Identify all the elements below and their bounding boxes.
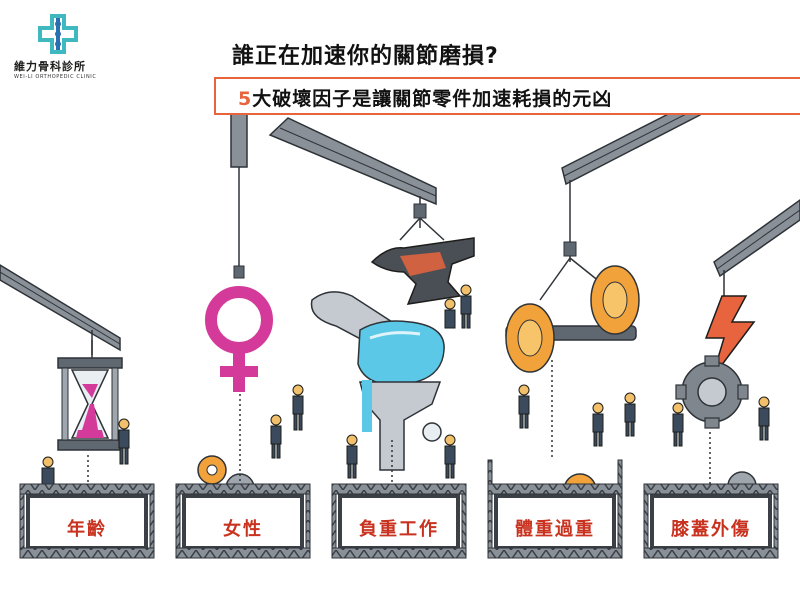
sign-female [175, 483, 311, 559]
sign-label-female: 女性 [223, 519, 263, 540]
crane-female [230, 104, 248, 279]
dumbbell-icon [505, 257, 640, 373]
sign-knee-injury [643, 483, 779, 559]
worker-figure [460, 284, 472, 329]
crane-anvil [268, 117, 437, 228]
subtitle-text: 大破壞因子是讓關節零件加速耗損的元凶 [252, 88, 613, 110]
worker-figure [444, 434, 456, 479]
worker-figure [624, 392, 636, 437]
hourglass-icon [57, 340, 123, 451]
page-subtitle: 5大破壞因子是讓關節零件加速耗損的元凶 [238, 84, 612, 111]
crane-weight [561, 98, 701, 262]
worker-figure [758, 396, 770, 441]
connector-lines [87, 360, 711, 484]
logo-subtitle: WEI-LI ORTHOPEDIC CLINIC [14, 74, 97, 80]
worker-figure [672, 402, 684, 447]
clinic-logo: 維力骨科診所 WEI-LI ORTHOPEDIC CLINIC [14, 14, 124, 84]
worker-figure [518, 384, 530, 429]
logo-name: 維力骨科診所 [14, 60, 86, 73]
subtitle-number: 5 [238, 88, 253, 110]
crane-knee-injury [713, 199, 800, 300]
knee-joint-icon [310, 291, 445, 471]
cross-logo-icon [38, 14, 78, 54]
worker-figure [118, 418, 130, 465]
page-title: 誰正在加速你的關節磨損? [232, 44, 499, 69]
sign-label-knee-injury: 膝蓋外傷 [671, 519, 751, 540]
worker-figure [270, 414, 282, 459]
sign-overweight [487, 459, 623, 559]
worker-figure [292, 384, 304, 431]
lightning-bolt-icon [704, 295, 756, 379]
sign-age [19, 483, 155, 559]
worker-figure [346, 434, 358, 479]
female-symbol-icon [205, 286, 273, 392]
gear-icon [675, 355, 749, 429]
worker-figure [592, 402, 604, 447]
crane-left [0, 264, 121, 355]
sign-label-overweight: 體重過重 [515, 519, 595, 540]
sign-label-age: 年齡 [67, 519, 107, 540]
worker-figure [41, 456, 55, 485]
sign-frames [19, 459, 779, 559]
sign-weight-bearing-work [331, 483, 467, 559]
worker-figure [444, 298, 456, 329]
anvil-icon [370, 217, 475, 305]
subtitle-frame [214, 77, 800, 115]
sign-label-weight-bearing-work: 負重工作 [359, 519, 439, 540]
workers [41, 284, 770, 485]
